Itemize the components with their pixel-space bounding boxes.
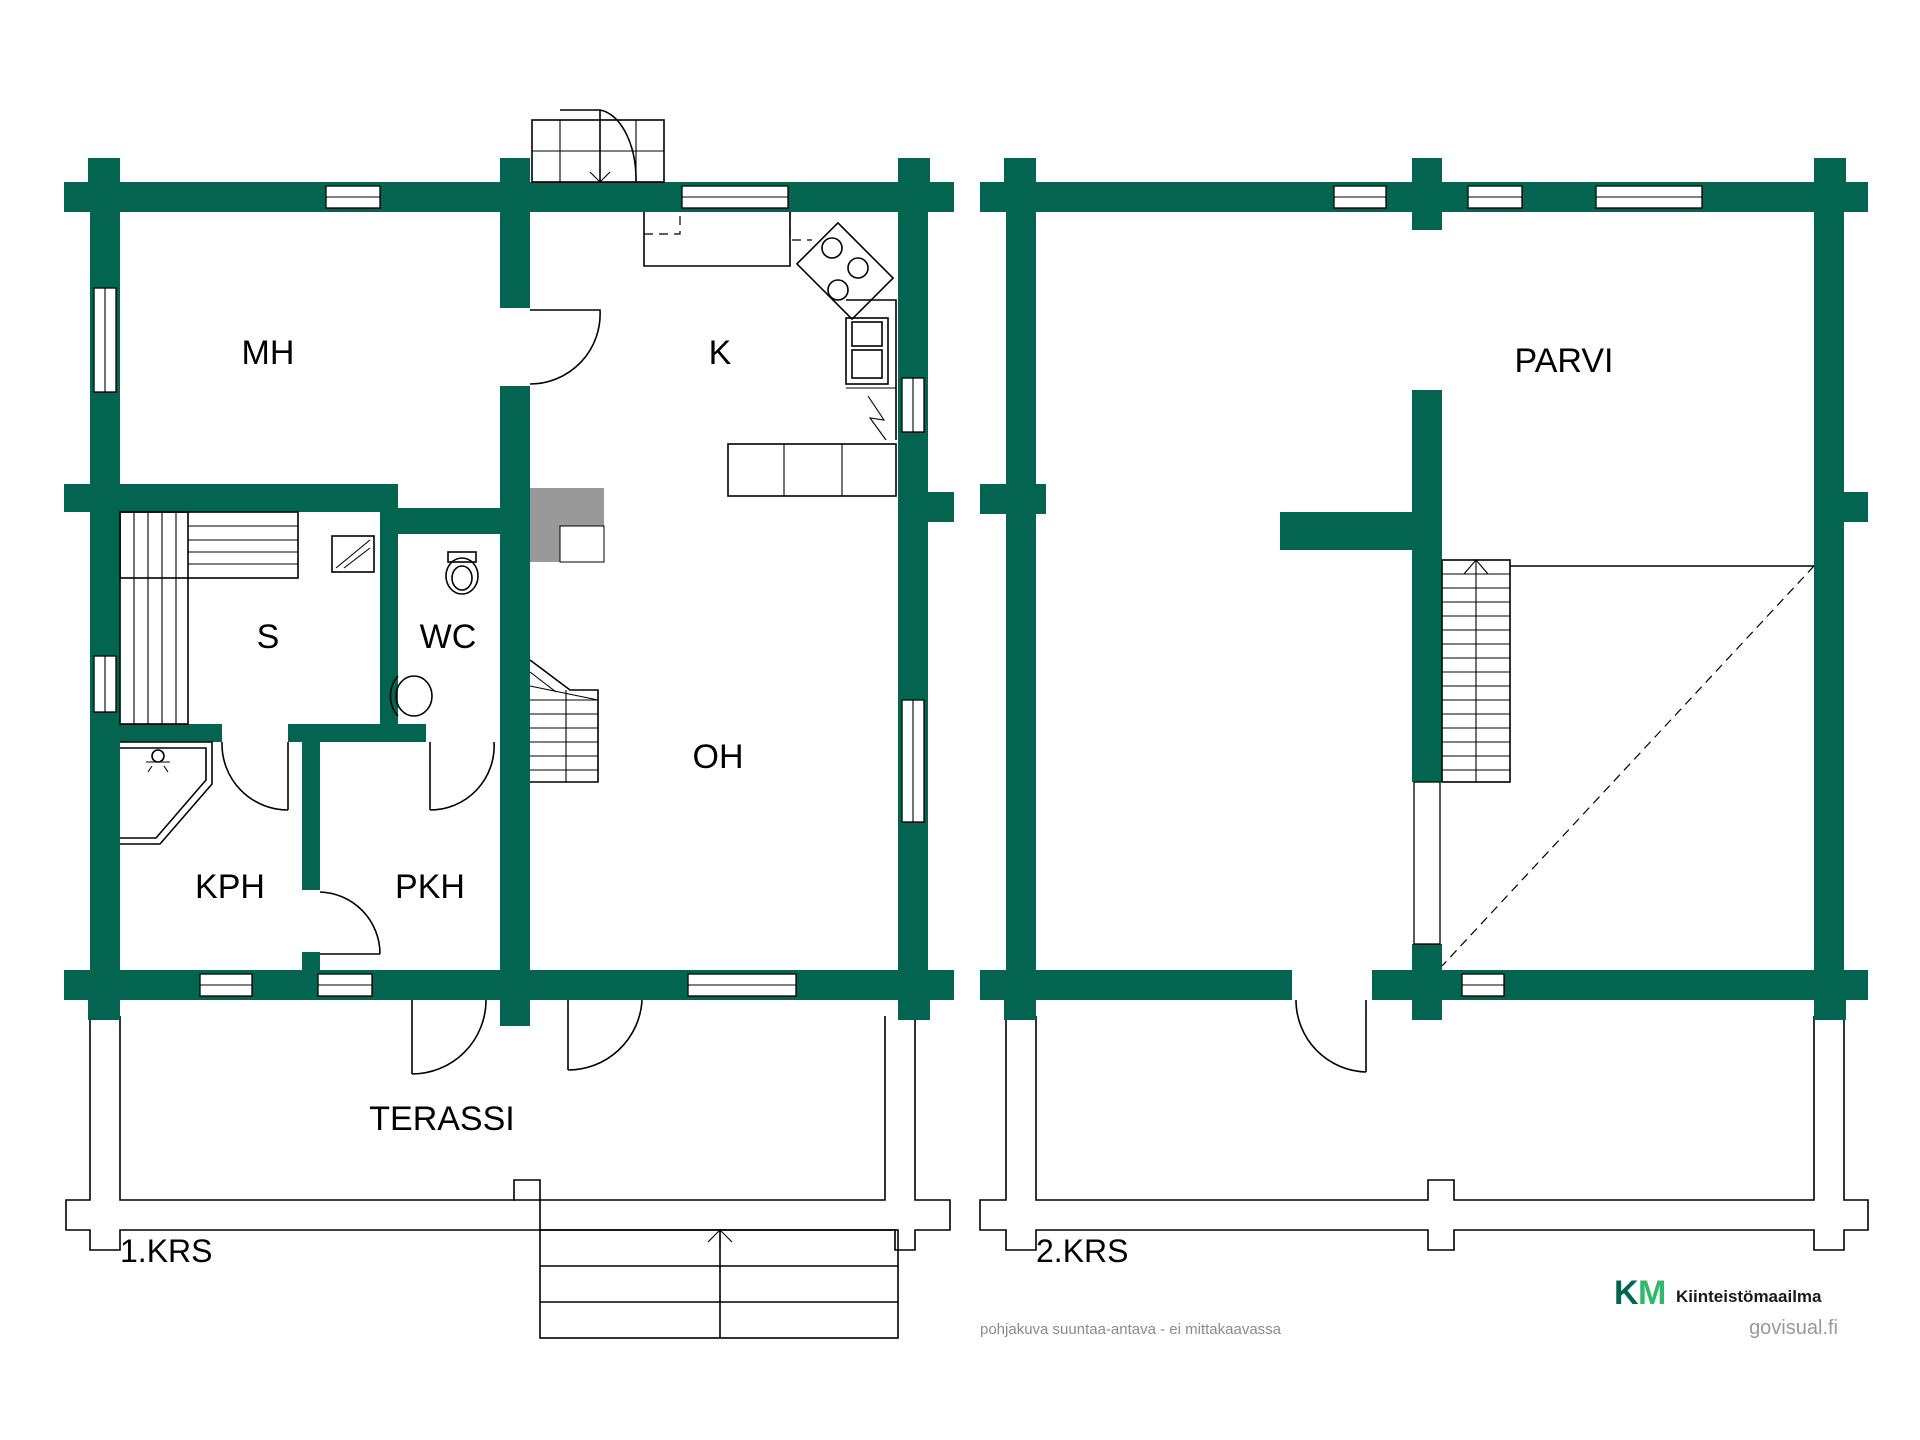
room-label-mh: MH [242,334,295,372]
room-label-k: K [709,334,732,372]
logo-letter-k: K [1614,1274,1639,1312]
loft-opening [1441,565,1815,967]
walls-second-floor [980,158,1868,1020]
terrace-outline-first-floor [65,1016,951,1339]
stairs-second-floor [1441,559,1511,783]
disclaimer-text: pohjakuva suuntaa-antava - ei mittakaava… [980,1321,1282,1338]
bathroom-fixtures [120,551,479,845]
sauna-benches [119,511,375,725]
room-label-s: S [257,618,280,656]
doors [221,109,1367,1075]
terrace-outline-second-floor [979,1016,1869,1251]
floor-label-first: 1.KRS [120,1233,212,1269]
windows [93,185,1703,997]
fireplace [530,488,605,563]
kitchen-fixtures [643,212,897,497]
room-label-parvi: PARVI [1515,342,1614,380]
room-label-oh: OH [693,738,744,776]
room-label-terassi: TERASSI [369,1100,514,1138]
brand-logo: K M Kiinteistömaailma [1614,1274,1822,1312]
room-label-kph: KPH [195,868,265,906]
logo-letter-m: M [1638,1274,1666,1312]
room-label-wc: WC [420,618,477,656]
room-labels: MH K S WC OH KPH PKH TERASSI PARVI [195,334,1613,1138]
room-label-pkh: PKH [395,868,465,906]
stairs-first-floor [529,659,599,783]
brand-name: Kiinteistömaailma [1676,1287,1822,1306]
credit-text: govisual.fi [1749,1317,1838,1339]
floor-label-second: 2.KRS [1036,1233,1128,1269]
